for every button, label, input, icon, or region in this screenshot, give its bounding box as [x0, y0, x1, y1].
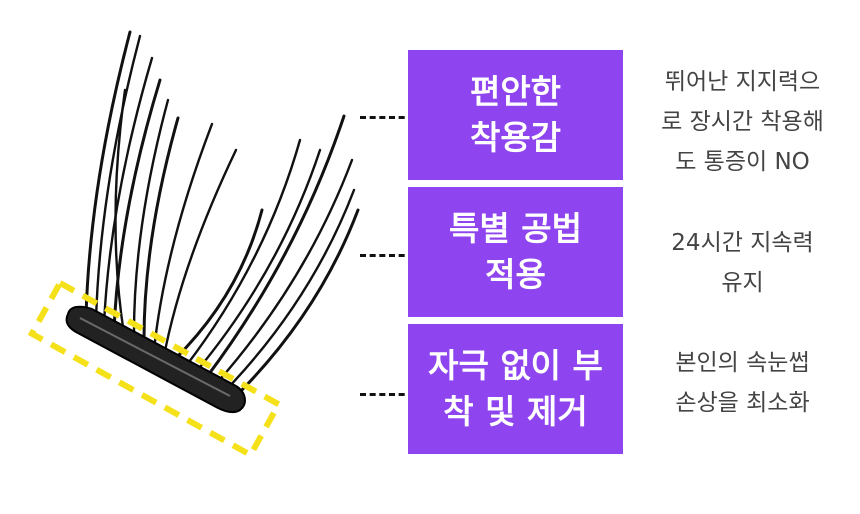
lash-strand — [184, 138, 302, 368]
lash-strand — [142, 116, 180, 348]
feature-description-special-method: 24시간 지속력 유지 — [671, 230, 814, 296]
lash-strand — [112, 78, 162, 332]
feature-box-special-method: 특별 공법 적용 — [408, 187, 623, 317]
feature-title: 편안한 착용감 — [469, 72, 562, 157]
feature-description-comfort: 뛰어난 지지력으 로 장시간 착용해 도 통증이 NO — [661, 69, 824, 175]
connector-line-1 — [360, 116, 424, 119]
lash-strand — [94, 34, 142, 322]
lash-strand — [194, 148, 322, 374]
lash-strand — [234, 208, 360, 398]
feature-box-gentle-application: 자극 없이 부 착 및 제거 — [408, 324, 623, 454]
lash-strand — [172, 208, 264, 362]
feature-title: 자극 없이 부 착 및 제거 — [428, 346, 603, 431]
connector-line-2 — [360, 254, 424, 257]
lash-strand — [114, 88, 127, 336]
feature-description-gentle-application: 본인의 속눈썹 손상을 최소화 — [675, 350, 810, 416]
feature-box-comfort: 편안한 착용감 — [408, 50, 623, 180]
highlight-box — [27, 278, 283, 460]
lash-strand — [84, 30, 132, 318]
lash-strand — [162, 148, 238, 358]
lash-strand — [102, 56, 154, 326]
lash-strand — [204, 114, 346, 380]
lash-band-highlight — [79, 317, 231, 397]
lash-strand — [214, 158, 354, 386]
lash-strand — [152, 122, 214, 352]
lash-strands — [84, 30, 360, 398]
lash-strand — [132, 98, 170, 342]
connector-line-3 — [360, 393, 424, 396]
feature-title: 특별 공법 적용 — [449, 209, 582, 294]
lash-strand — [224, 188, 356, 392]
